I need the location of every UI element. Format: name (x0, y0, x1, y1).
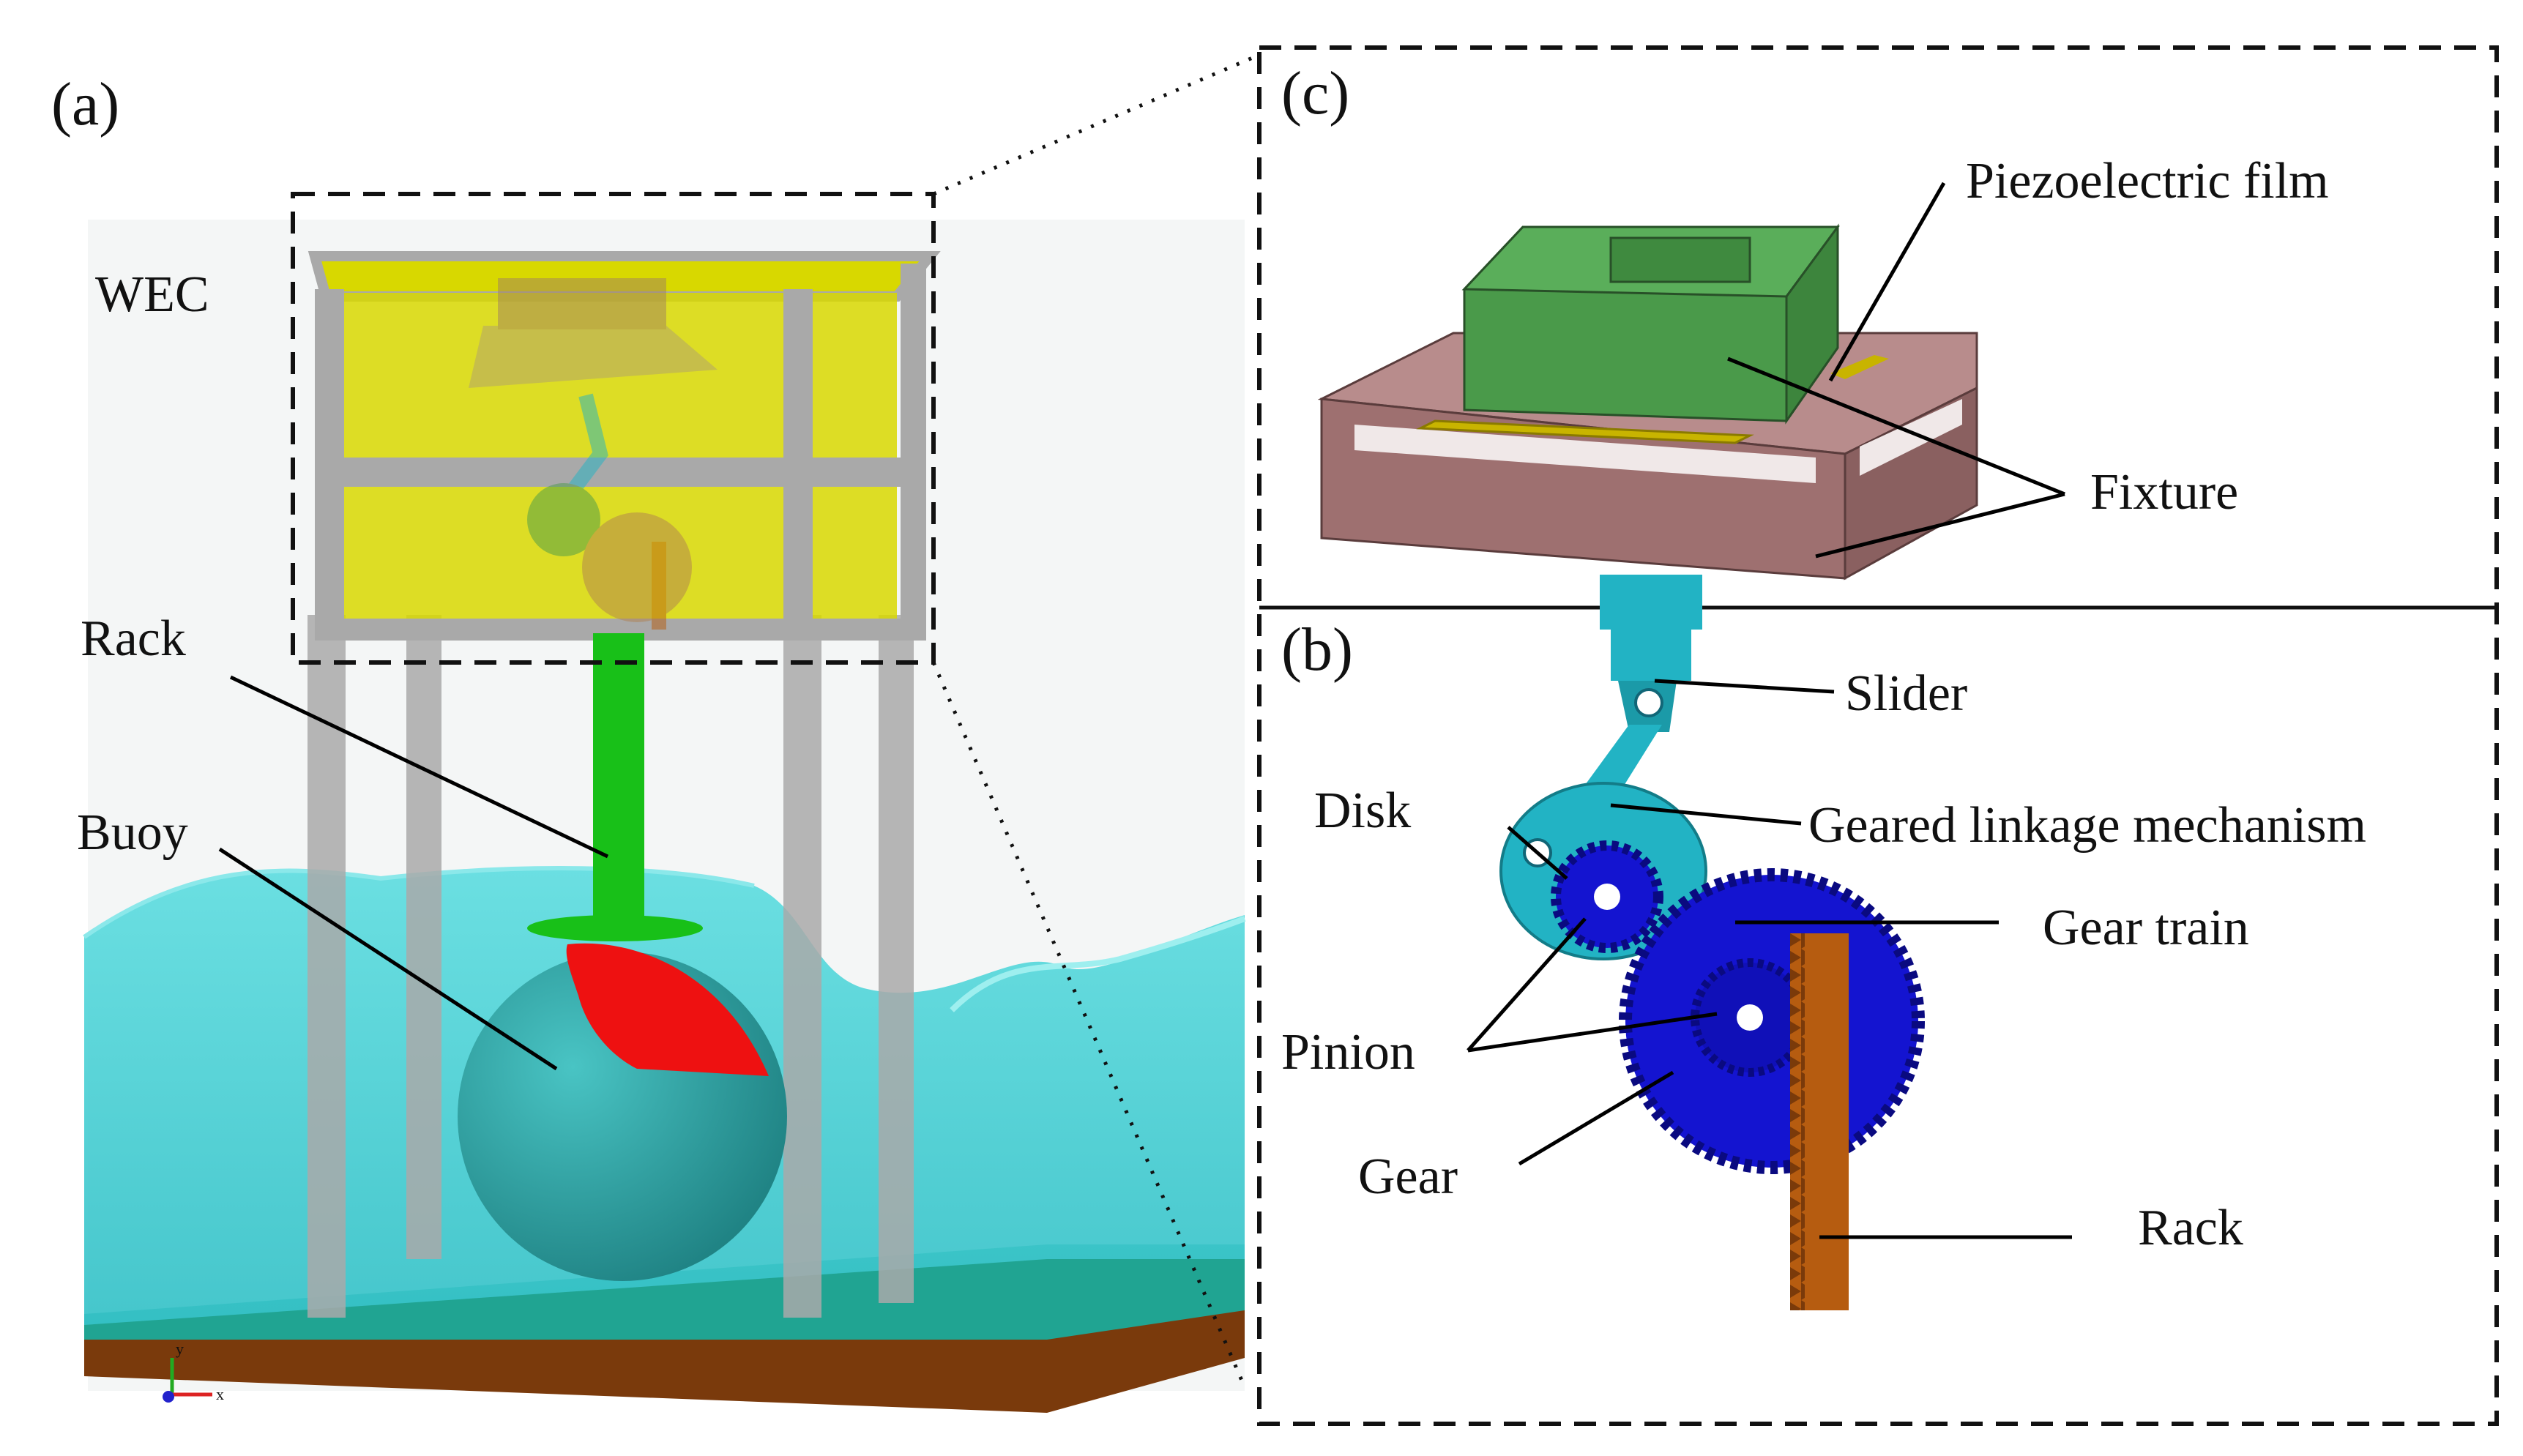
fixture-label: Fixture (2090, 464, 2238, 520)
panel-a: y x (a) WEC Rack Buoy (51, 53, 1260, 1413)
panel-b: (b) Slider Disk Geared linkage mechanism… (1281, 616, 2366, 1310)
panel-a-label: (a) (51, 70, 119, 138)
wec-box (308, 251, 941, 641)
connector-top (933, 53, 1260, 196)
pinion-label: Pinion (1281, 1024, 1415, 1080)
panel-c: (c) Piezoelectric film Fixture (1281, 59, 2329, 630)
leader-piezo (1828, 182, 1946, 382)
fixture-side (1844, 386, 1978, 580)
disk-label: Disk (1314, 783, 1411, 839)
piezo-film-side (1830, 355, 1889, 379)
slider-label: Slider (1845, 665, 1967, 722)
seabed (84, 1244, 1245, 1413)
piezo-label: Piezoelectric film (1966, 153, 2329, 209)
leader-pinion-2 (1467, 1012, 1718, 1053)
piezo-film-front (1416, 419, 1754, 444)
shaft-top (1600, 575, 1702, 630)
fixture-slot (1354, 425, 1816, 483)
leader-fixture-1 (1727, 356, 2065, 496)
axis-x-label: x (216, 1385, 224, 1403)
leader-fixture-2 (1815, 492, 2065, 559)
leader-buoy (218, 847, 558, 1071)
frame-legs (308, 615, 914, 1318)
rack-label-b: Rack (2138, 1200, 2243, 1256)
buoy (458, 943, 787, 1281)
leader-disk (1507, 826, 1568, 880)
rack-label-a: Rack (81, 611, 186, 667)
zoom-box (291, 192, 936, 665)
rack-plate (527, 915, 703, 941)
leader-pinion-1 (1467, 917, 1587, 1052)
buoy-label: Buoy (77, 804, 188, 861)
slider-body (1611, 630, 1691, 681)
axis-y-label: y (176, 1340, 184, 1358)
gear-train-label: Gear train (2043, 900, 2249, 956)
gear-label: Gear (1358, 1149, 1458, 1205)
ghost-mechanism (469, 278, 718, 630)
rack-shaft (593, 633, 644, 926)
leader-gear (1518, 1070, 1674, 1166)
detail-frame (1257, 45, 2499, 1426)
leader-rack-a (229, 675, 609, 859)
leader-geared-linkage (1610, 803, 1802, 826)
wec-label: WEC (95, 266, 209, 323)
leader-slider (1654, 679, 1835, 694)
panel-b-label: (b) (1281, 616, 1353, 684)
geared-linkage-label: Geared linkage mechanism (1808, 797, 2366, 854)
axis-triad-icon: y x (163, 1340, 224, 1403)
panel-c-label: (c) (1281, 59, 1349, 127)
